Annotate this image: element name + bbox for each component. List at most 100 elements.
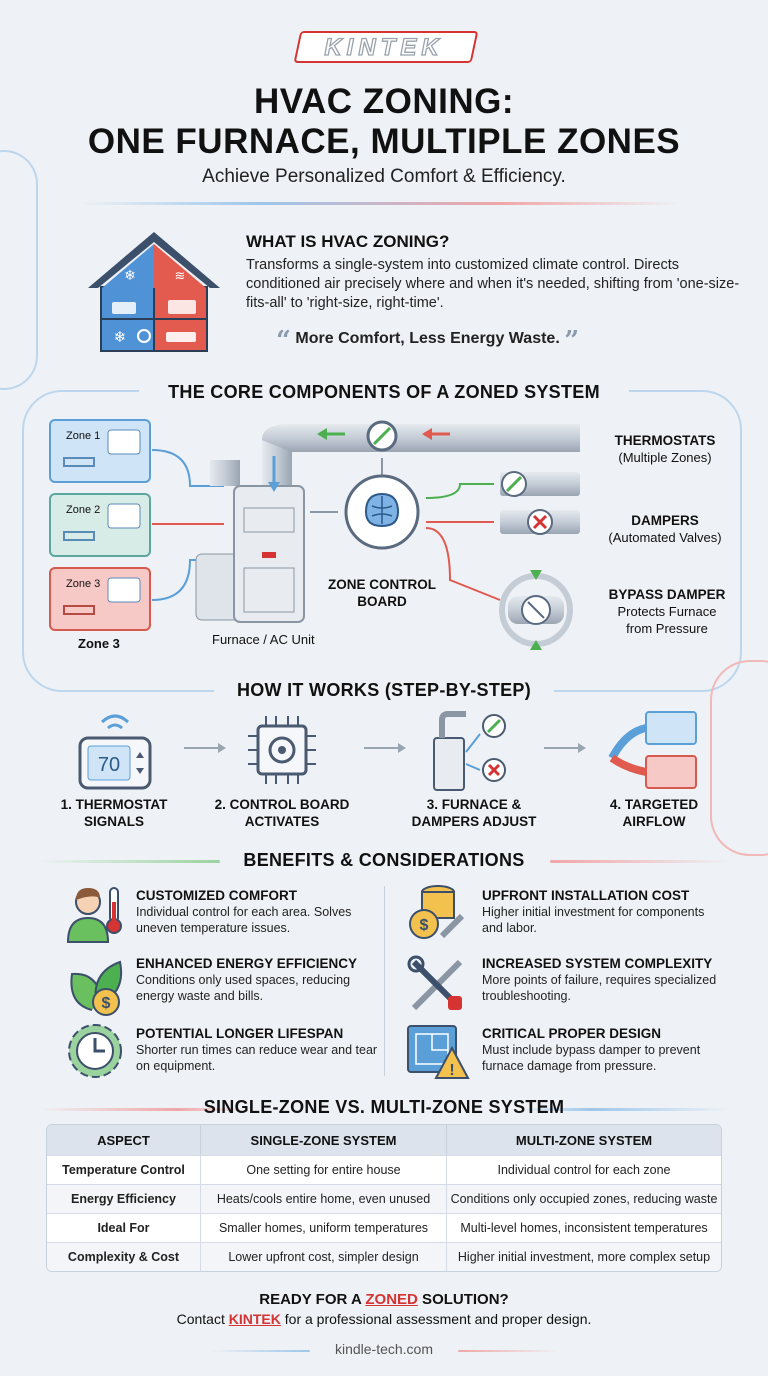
thermostats-sub: (Multiple Zones) [618, 450, 712, 465]
table-cell: Conditions only occupied zones, reducing… [447, 1184, 721, 1213]
contact-post: for a professional assessment and proper… [280, 1311, 592, 1327]
con-2-text: More points of failure, requires special… [482, 973, 717, 1003]
thermostats-label: THERMOSTATS (Multiple Zones) [590, 432, 740, 466]
page-subtitle: Achieve Personalized Comfort & Efficienc… [202, 166, 566, 187]
bypass-label: BYPASS DAMPER Protects Furnace from Pres… [584, 586, 750, 637]
pro-1-title: CUSTOMIZED COMFORT [136, 888, 297, 903]
tools-icon [407, 955, 463, 1011]
svg-text:❄: ❄ [124, 267, 136, 283]
table-row: Temperature Control One setting for enti… [47, 1155, 721, 1184]
con-item-1: UPFRONT INSTALLATION COST Higher initial… [482, 888, 726, 936]
benefits-divider [384, 886, 385, 1076]
what-is-heading: WHAT IS HVAC ZONING? [246, 232, 450, 251]
table-cell: One setting for entire house [201, 1155, 447, 1184]
comparison-table: ASPECT SINGLE-ZONE SYSTEM MULTI-ZONE SYS… [46, 1124, 722, 1272]
how-it-works-heading: HOW IT WORKS (STEP-BY-STEP) [214, 680, 554, 701]
separator-benefits-left [40, 860, 220, 863]
table-header-row: ASPECT SINGLE-ZONE SYSTEM MULTI-ZONE SYS… [47, 1125, 721, 1155]
comparison-heading: SINGLE-ZONE VS. MULTI-ZONE SYSTEM [203, 1097, 565, 1117]
separator-benefits-right [550, 860, 730, 863]
bypass-title: BYPASS DAMPER [608, 587, 726, 602]
zone-panel-3 [49, 567, 151, 631]
table-row: Ideal For Smaller homes, uniform tempera… [47, 1213, 721, 1242]
cta-pre: READY FOR A [259, 1291, 366, 1308]
pro-3-text: Shorter run times can reduce wear and te… [136, 1043, 378, 1073]
step-3-label: 3. FURNACE & DAMPERS ADJUST [404, 796, 544, 830]
footer-url-link[interactable]: kindle-tech.com [334, 1341, 434, 1357]
bypass-damper [499, 570, 573, 650]
svg-text:≋: ≋ [175, 268, 186, 283]
cta-contact: Contact KINTEK for a professional assess… [0, 1311, 768, 1327]
page-title: HVAC ZONING: ONE FURNACE, MULTIPLE ZONES [0, 82, 768, 162]
coins-wrench-icon: $ [409, 885, 465, 939]
targeted-airflow-icon [608, 711, 697, 789]
con-1-title: UPFRONT INSTALLATION COST [482, 888, 690, 903]
step-2-label: 2. CONTROL BOARD ACTIVATES [212, 796, 352, 830]
zone-panel-1 [49, 419, 151, 483]
dampers-label: DAMPERS (Automated Valves) [590, 512, 740, 546]
svg-text:❄: ❄ [114, 329, 127, 346]
svg-text:$: $ [102, 995, 111, 1012]
dampers-title: DAMPERS [631, 513, 699, 528]
blueprint-warning-icon: ! [407, 1025, 470, 1079]
dampers-sub: (Automated Valves) [608, 530, 722, 545]
furnace-label: Furnace / AC Unit [212, 632, 315, 647]
column-header: MULTI-ZONE SYSTEM [447, 1125, 721, 1155]
table-cell: Lower upfront cost, simpler design [201, 1242, 447, 1271]
contact-pre: Contact [176, 1311, 229, 1327]
con-1-text: Higher initial investment for components… [482, 905, 705, 935]
step-1-label: 1. THERMOSTAT SIGNALS [44, 796, 184, 830]
pro-3-title: POTENTIAL LONGER LIFESPAN [136, 1026, 344, 1041]
zone-label-2: Zone 2 [66, 504, 101, 516]
table-cell: Individual control for each zone [447, 1155, 721, 1184]
con-item-2: INCREASED SYSTEM COMPLEXITY More points … [482, 956, 726, 1004]
cta-heading: READY FOR A ZONED SOLUTION? [0, 1291, 768, 1308]
what-is-body: Transforms a single-system into customiz… [246, 257, 740, 311]
table-row: Energy Efficiency Heats/cools entire hom… [47, 1184, 721, 1213]
pro-2-title: ENHANCED ENERGY EFFICIENCY [136, 956, 358, 971]
contact-brand-link[interactable]: KINTEK [228, 1311, 281, 1327]
step-4-label: 4. TARGETED AIRFLOW [584, 796, 724, 830]
zone-control-board [344, 474, 420, 550]
kintek-logo: KINTEK [294, 31, 478, 63]
house-zones-icon: ❄ ≋ ❄ [88, 232, 220, 352]
footer-line-left [210, 1350, 310, 1352]
step-arrow-2 [364, 743, 406, 753]
title-line-2: ONE FURNACE, MULTIPLE ZONES [87, 122, 681, 161]
step-4-line1: 4. TARGETED [609, 797, 699, 812]
table-cell: Higher initial investment, more complex … [447, 1242, 721, 1271]
control-board-label: ZONE CONTROL BOARD [322, 576, 442, 610]
thermostat-icon: 70 [78, 714, 152, 790]
table-cell: Heats/cools entire home, even unused [201, 1184, 447, 1213]
quote-close-icon: ” [564, 326, 580, 356]
con-2-title: INCREASED SYSTEM COMPLEXITY [482, 956, 713, 971]
cta-highlight: ZONED [365, 1291, 418, 1308]
furnace-damper-icon [433, 711, 506, 791]
table-cell: Complexity & Cost [47, 1242, 201, 1271]
zone-label-3: Zone 3 [66, 578, 101, 590]
separator-comparison [40, 1108, 728, 1111]
thermostat-display: 70 [98, 754, 120, 776]
quote: “ More Comfort, Less Energy Waste. ” [276, 326, 579, 356]
quote-text: More Comfort, Less Energy Waste. [295, 330, 560, 347]
svg-text:$: $ [420, 917, 429, 934]
furnace-unit [195, 485, 305, 623]
gear-clock-icon [68, 1024, 122, 1078]
control-board-label-line1: ZONE CONTROL [328, 577, 436, 592]
pro-item-2: ENHANCED ENERGY EFFICIENCY Conditions on… [136, 956, 386, 1004]
zone-panel-2 [49, 493, 151, 557]
con-3-text: Must include bypass damper to prevent fu… [482, 1043, 701, 1073]
components-heading: THE CORE COMPONENTS OF A ZONED SYSTEM [139, 382, 629, 403]
title-line-1: HVAC ZONING: [253, 82, 515, 121]
control-chip-icon [248, 716, 316, 784]
pro-2-text: Conditions only used spaces, reducing en… [136, 973, 351, 1003]
step-3-line2: DAMPERS ADJUST [411, 814, 537, 829]
step-arrow-1 [184, 743, 226, 753]
step-1-line1: 1. THERMOSTAT [60, 797, 168, 812]
table-cell: Temperature Control [47, 1155, 201, 1184]
cta-post: SOLUTION? [417, 1291, 509, 1308]
bypass-sub-1: Protects Furnace [617, 604, 717, 619]
column-header: ASPECT [47, 1125, 201, 1155]
quote-open-icon: “ [276, 326, 291, 356]
step-3-line1: 3. FURNACE & [426, 797, 522, 812]
